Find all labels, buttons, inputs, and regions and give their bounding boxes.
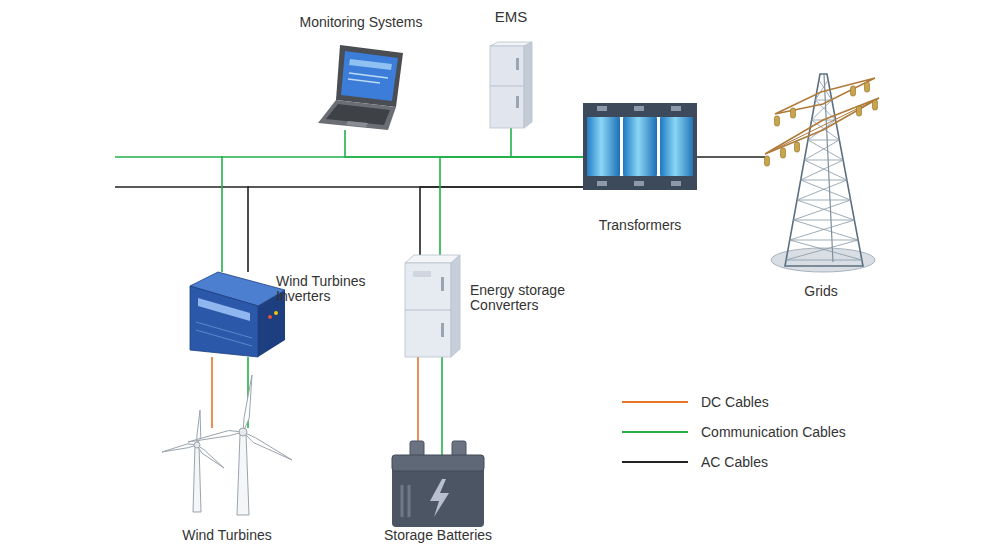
- connector-group: [212, 128, 765, 455]
- cable-connector: [441, 357, 443, 455]
- battery-icon-drawing: [392, 455, 484, 527]
- cable-connector: [511, 128, 583, 157]
- ac-bus-stub: [115, 186, 249, 188]
- node-label: Transformers: [580, 218, 700, 233]
- ems-cabinet-icon-drawing: [490, 42, 532, 128]
- grid-tower-icon-drawing: [763, 70, 880, 272]
- laptop-icon: Monitoring Systems: [318, 45, 403, 130]
- node-label: Wind Turbines Inverters: [276, 274, 381, 304]
- cable-connector: [248, 187, 583, 272]
- node-label: Wind Turbines: [157, 528, 297, 543]
- node-label: Monitoring Systems: [281, 15, 441, 30]
- cable-connector: [697, 156, 765, 158]
- wind-turbine-icon: Wind Turbines: [160, 428, 295, 515]
- cable-connector: [211, 357, 213, 428]
- transformer-icon-drawing: [583, 103, 697, 190]
- node-label: Grids: [781, 284, 861, 299]
- grid-tower-icon: Grids: [763, 70, 880, 272]
- cable-connector: [345, 130, 583, 157]
- legend-lines: [622, 402, 688, 462]
- node-label: Storage Batteries: [368, 528, 508, 543]
- laptop-icon-drawing: [318, 45, 403, 130]
- converter-cabinet-icon: Energy storage Converters: [405, 255, 460, 357]
- node-label: Energy storage Converters: [470, 283, 580, 313]
- legend-label: DC Cables: [701, 394, 769, 410]
- legend-label: Communication Cables: [701, 424, 846, 440]
- ems-cabinet-icon: EMS: [490, 42, 532, 128]
- cable-connector: [420, 187, 583, 255]
- inverter-icon: Wind Turbines Inverters: [190, 272, 285, 357]
- legend-line-sample: [622, 431, 688, 433]
- legend-label: AC Cables: [701, 454, 768, 470]
- legend-line-sample: [622, 461, 688, 463]
- battery-icon: Storage Batteries: [392, 455, 484, 527]
- comm-bus-stub: [115, 156, 223, 158]
- node-label: EMS: [481, 9, 541, 24]
- converter-cabinet-icon-drawing: [405, 255, 460, 357]
- transformer-icon: Transformers: [583, 103, 697, 190]
- cable-connector: [417, 357, 419, 455]
- cable-connector: [440, 157, 583, 255]
- legend-line-sample: [622, 401, 688, 403]
- inverter-icon-drawing: [190, 272, 285, 357]
- cable-connector: [222, 157, 583, 272]
- wind-turbine-icon-drawing: [160, 428, 295, 515]
